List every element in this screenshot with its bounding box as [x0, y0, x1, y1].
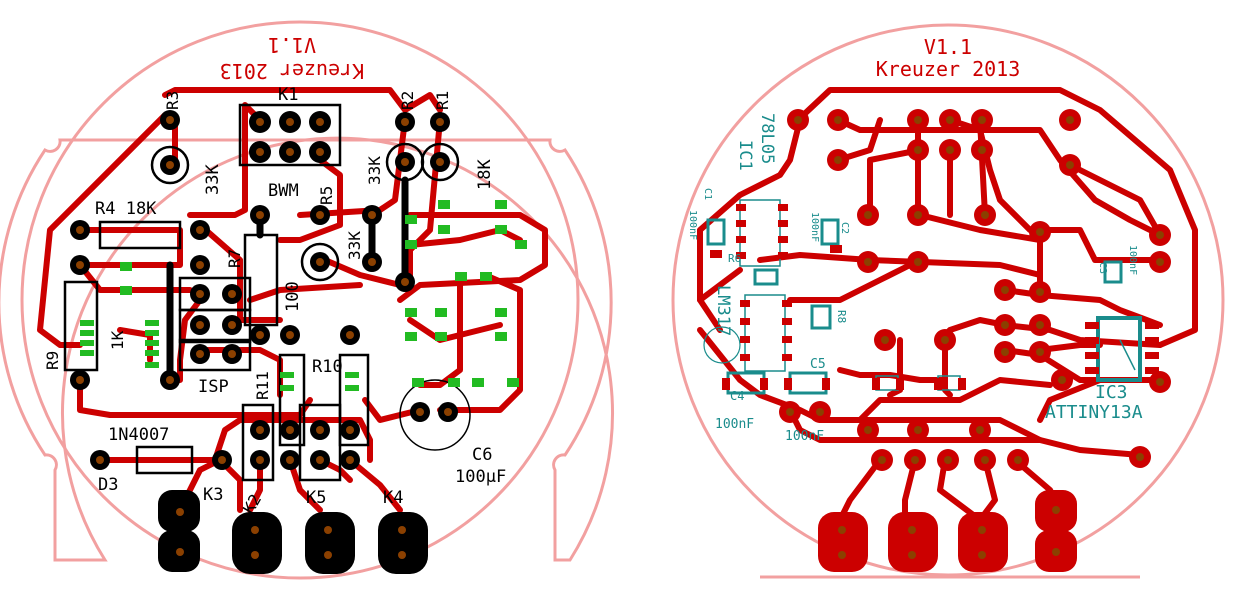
label-lm317: LM317	[713, 285, 733, 336]
left-author: Kreuzer 2013	[220, 59, 365, 83]
right-notch-tl	[672, 140, 692, 155]
label-r9: R9	[43, 351, 62, 370]
label-c5: C5	[810, 357, 826, 372]
label-ic1-part: 78L05	[757, 113, 777, 164]
label-r1-value: 18K	[475, 159, 495, 190]
label-r9-value: 1K	[108, 330, 127, 350]
right-board-rim	[671, 23, 1225, 577]
label-k4: K4	[383, 488, 403, 508]
left-board: V1.1 Kreuzer 2013 R3 K1 R2 R1 33K 33K 18…	[0, 20, 614, 580]
right-notch-bl	[672, 455, 692, 470]
label-r10: R10	[312, 357, 343, 377]
label-r5-value: 33K	[345, 231, 364, 260]
label-c5-value: 100nF	[785, 429, 824, 444]
label-bwm: BWM	[268, 181, 299, 201]
right-board: V1.1 Kreuzer 2013 78L05 IC1 C1 100nF C2 …	[671, 23, 1225, 598]
label-c4: C4	[730, 389, 744, 403]
left-labels: V1.1 Kreuzer 2013 R3 K1 R2 R1 33K 33K 18…	[43, 33, 506, 517]
label-r4: R4 18K	[95, 199, 157, 219]
label-k5: K5	[306, 488, 326, 508]
label-c1: C1	[702, 188, 713, 200]
label-ic1: IC1	[735, 140, 755, 171]
label-c4-value: 100nF	[715, 417, 754, 432]
label-diode-value: 1N4007	[108, 425, 169, 445]
label-r3: R3	[163, 91, 182, 110]
label-r3-value: 33K	[203, 164, 223, 195]
left-vias	[80, 200, 527, 391]
left-board-outline	[0, 136, 614, 562]
label-c3: C3	[1097, 262, 1108, 274]
right-pads	[779, 109, 1171, 561]
right-smd-pads	[710, 204, 1159, 390]
label-c6: C6	[472, 445, 492, 465]
left-board-rim	[20, 20, 580, 580]
label-c3-value: 100nF	[1127, 245, 1138, 275]
label-r2: R2	[398, 91, 417, 110]
label-r7-value: 100	[283, 281, 303, 312]
left-version: V1.1	[268, 33, 316, 57]
right-notch-br	[1205, 455, 1225, 470]
label-r6: R6	[728, 252, 741, 265]
label-r7: R7	[225, 249, 244, 268]
label-k1: K1	[278, 85, 298, 105]
label-isp: ISP	[198, 377, 229, 397]
right-version: V1.1	[924, 35, 972, 59]
label-r8: R8	[835, 310, 848, 323]
label-c2-value: 100nF	[809, 212, 820, 242]
label-r5: R5	[317, 186, 336, 205]
label-c2: C2	[839, 222, 850, 234]
right-author: Kreuzer 2013	[876, 57, 1021, 81]
label-c1-value: 100nF	[687, 210, 698, 240]
label-r11: R11	[253, 371, 272, 400]
label-k3: K3	[203, 485, 223, 505]
label-r2-value: 33K	[365, 156, 384, 185]
label-c6-value: 100µF	[455, 467, 506, 487]
label-d3: D3	[98, 475, 118, 495]
left-pads	[70, 110, 458, 564]
label-r1: R1	[433, 91, 452, 110]
label-ic3: IC3	[1095, 382, 1128, 403]
right-notch-tr	[1205, 140, 1225, 155]
right-bottom-cut	[760, 578, 1150, 598]
right-labels: V1.1 Kreuzer 2013 78L05 IC1 C1 100nF C2 …	[687, 35, 1143, 444]
label-ic3-part: ATTINY13A	[1045, 402, 1143, 423]
right-connector-pads	[818, 490, 1077, 572]
